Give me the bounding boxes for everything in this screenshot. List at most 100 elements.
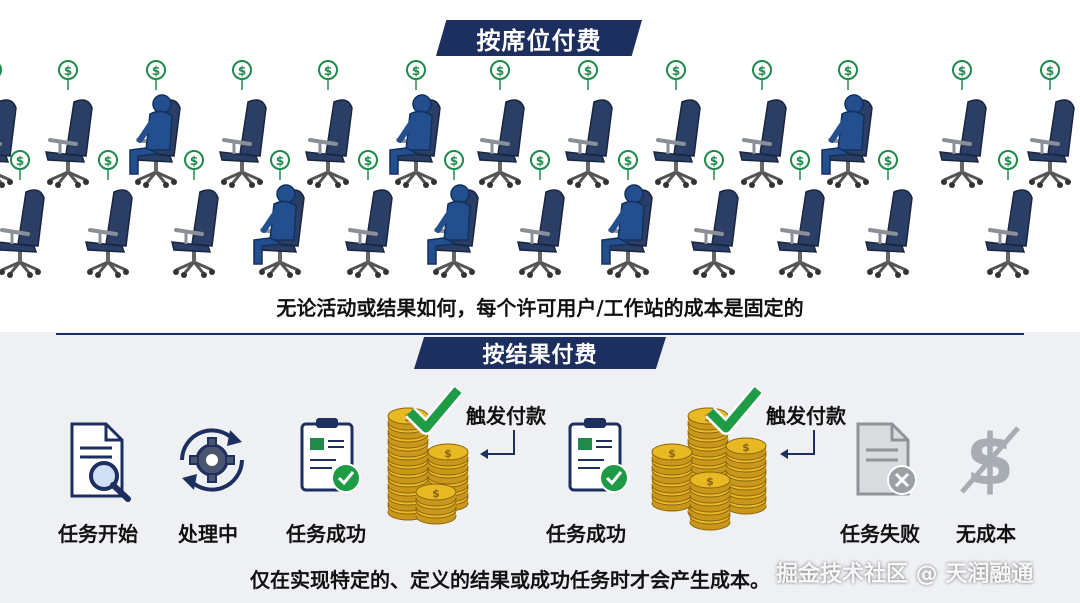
clipboard-check-icon: [568, 418, 629, 493]
seated-person: [389, 94, 433, 175]
checkmark-icon: [705, 385, 764, 435]
dollar-tag-icon: $: [704, 150, 724, 180]
svg-text:$: $: [796, 154, 804, 168]
empty-chair: [739, 99, 787, 188]
svg-text:$: $: [324, 64, 332, 78]
dollar-tag-icon: $: [998, 150, 1018, 180]
result-pricing-title: 按结果付费: [414, 337, 666, 369]
svg-text:$: $: [104, 154, 112, 168]
dollar-tag-icon: $: [618, 150, 638, 180]
occupied-chair: [601, 184, 653, 278]
dollar-tag-icon: $: [1040, 60, 1060, 90]
empty-chair: [985, 189, 1033, 278]
svg-text:$: $: [584, 64, 592, 78]
arrow-icon: [480, 430, 515, 459]
empty-chair: [477, 99, 525, 188]
dollar-tag-icon: $: [98, 150, 118, 180]
coin-column: $: [415, 483, 457, 525]
coin-column: $: [651, 443, 693, 512]
empty-chair: [565, 99, 613, 188]
coin-column: $: [689, 471, 731, 531]
trigger-payment-label-1: 触发付款: [466, 404, 546, 428]
dollar-tag-icon: $: [578, 60, 598, 90]
dollar-tag-icon: $: [232, 60, 252, 90]
dollar-tag-icon: $: [58, 60, 78, 90]
step-label-task-start: 任务开始: [58, 522, 138, 546]
svg-text:$: $: [706, 475, 714, 488]
seated-person: [129, 94, 173, 175]
dollar-tag-icon: $: [146, 60, 166, 90]
step-label-processing: 处理中: [178, 522, 238, 546]
svg-text:$: $: [64, 64, 72, 78]
empty-chair: [305, 99, 353, 188]
svg-text:$: $: [672, 64, 680, 78]
svg-text:$: $: [432, 487, 440, 500]
dollar-tag-icon: $: [878, 150, 898, 180]
dollar-tag-icon: $: [666, 60, 686, 90]
svg-text:$: $: [364, 154, 372, 168]
occupied-chair: [427, 184, 479, 278]
empty-chair: [1027, 99, 1075, 188]
empty-chair: [45, 99, 93, 188]
coin-stack-2: $$$$: [651, 407, 767, 531]
dollar-tag-icon: $: [790, 150, 810, 180]
seated-person: [821, 94, 865, 175]
dollar-tag-icon: $: [184, 150, 204, 180]
document-search-icon: [70, 422, 131, 502]
no-dollar-icon: $: [960, 419, 1020, 501]
empty-chair: [219, 99, 267, 188]
step-label-task-success: 任务成功: [286, 522, 366, 546]
dollar-tag-icon: $: [0, 64, 2, 76]
seat-pricing-caption: 无论活动或结果如何，每个许可用户/工作站的成本是固定的: [276, 296, 804, 320]
chairs-grid: $$$$$$$$$$$$$$$$$$$$$$$$$: [0, 60, 1075, 278]
empty-chair: [85, 189, 133, 278]
seated-person: [601, 184, 645, 265]
empty-chair: [345, 189, 393, 278]
empty-chair: [0, 99, 17, 188]
svg-text:$: $: [152, 64, 160, 78]
trigger-payment-label-2: 触发付款: [766, 404, 846, 428]
dollar-tag-icon: $: [530, 150, 550, 180]
step-label-no-cost: 无成本: [956, 522, 1016, 546]
dollar-tag-icon: $: [444, 150, 464, 180]
svg-text:$: $: [190, 154, 198, 168]
empty-chair: [691, 189, 739, 278]
step-label-task-success: 任务成功: [546, 522, 626, 546]
empty-chair: [171, 189, 219, 278]
svg-text:$: $: [1004, 154, 1012, 168]
occupied-chair: [129, 94, 181, 188]
svg-text:$: $: [710, 154, 718, 168]
watermark: 掘金技术社区 @ 天润融通: [776, 562, 1034, 587]
dollar-tag-icon: $: [318, 60, 338, 90]
occupied-chair: [253, 184, 305, 278]
coin-column: $: [725, 437, 767, 515]
dollar-tag-icon: $: [838, 60, 858, 90]
svg-text:$: $: [844, 64, 852, 78]
svg-text:$: $: [412, 64, 420, 78]
svg-text:$: $: [758, 64, 766, 78]
dollar-tag-icon: $: [406, 60, 426, 90]
empty-chair: [777, 189, 825, 278]
section-divider: [56, 333, 1024, 335]
occupied-chair: [821, 94, 873, 188]
step-label-task-failed: 任务失败: [840, 522, 920, 546]
empty-chair: [653, 99, 701, 188]
dollar-tag-icon: $: [752, 60, 772, 90]
dollar-tag-icon: $: [270, 150, 290, 180]
svg-text:$: $: [958, 64, 966, 78]
empty-chair: [0, 189, 45, 278]
document-fail-icon: [856, 422, 917, 496]
occupied-chair: [389, 94, 441, 188]
svg-text:$: $: [536, 154, 544, 168]
svg-text:$: $: [16, 154, 24, 168]
dollar-tag-icon: $: [952, 60, 972, 90]
svg-text:$: $: [450, 154, 458, 168]
seated-person: [427, 184, 471, 265]
clipboard-check-icon: [300, 418, 361, 493]
empty-chair: [865, 189, 913, 278]
svg-text:$: $: [742, 441, 750, 454]
checkmark-icon: [405, 385, 464, 435]
empty-chair: [517, 189, 565, 278]
dollar-tag-icon: $: [10, 150, 30, 180]
svg-text:$: $: [668, 447, 676, 460]
